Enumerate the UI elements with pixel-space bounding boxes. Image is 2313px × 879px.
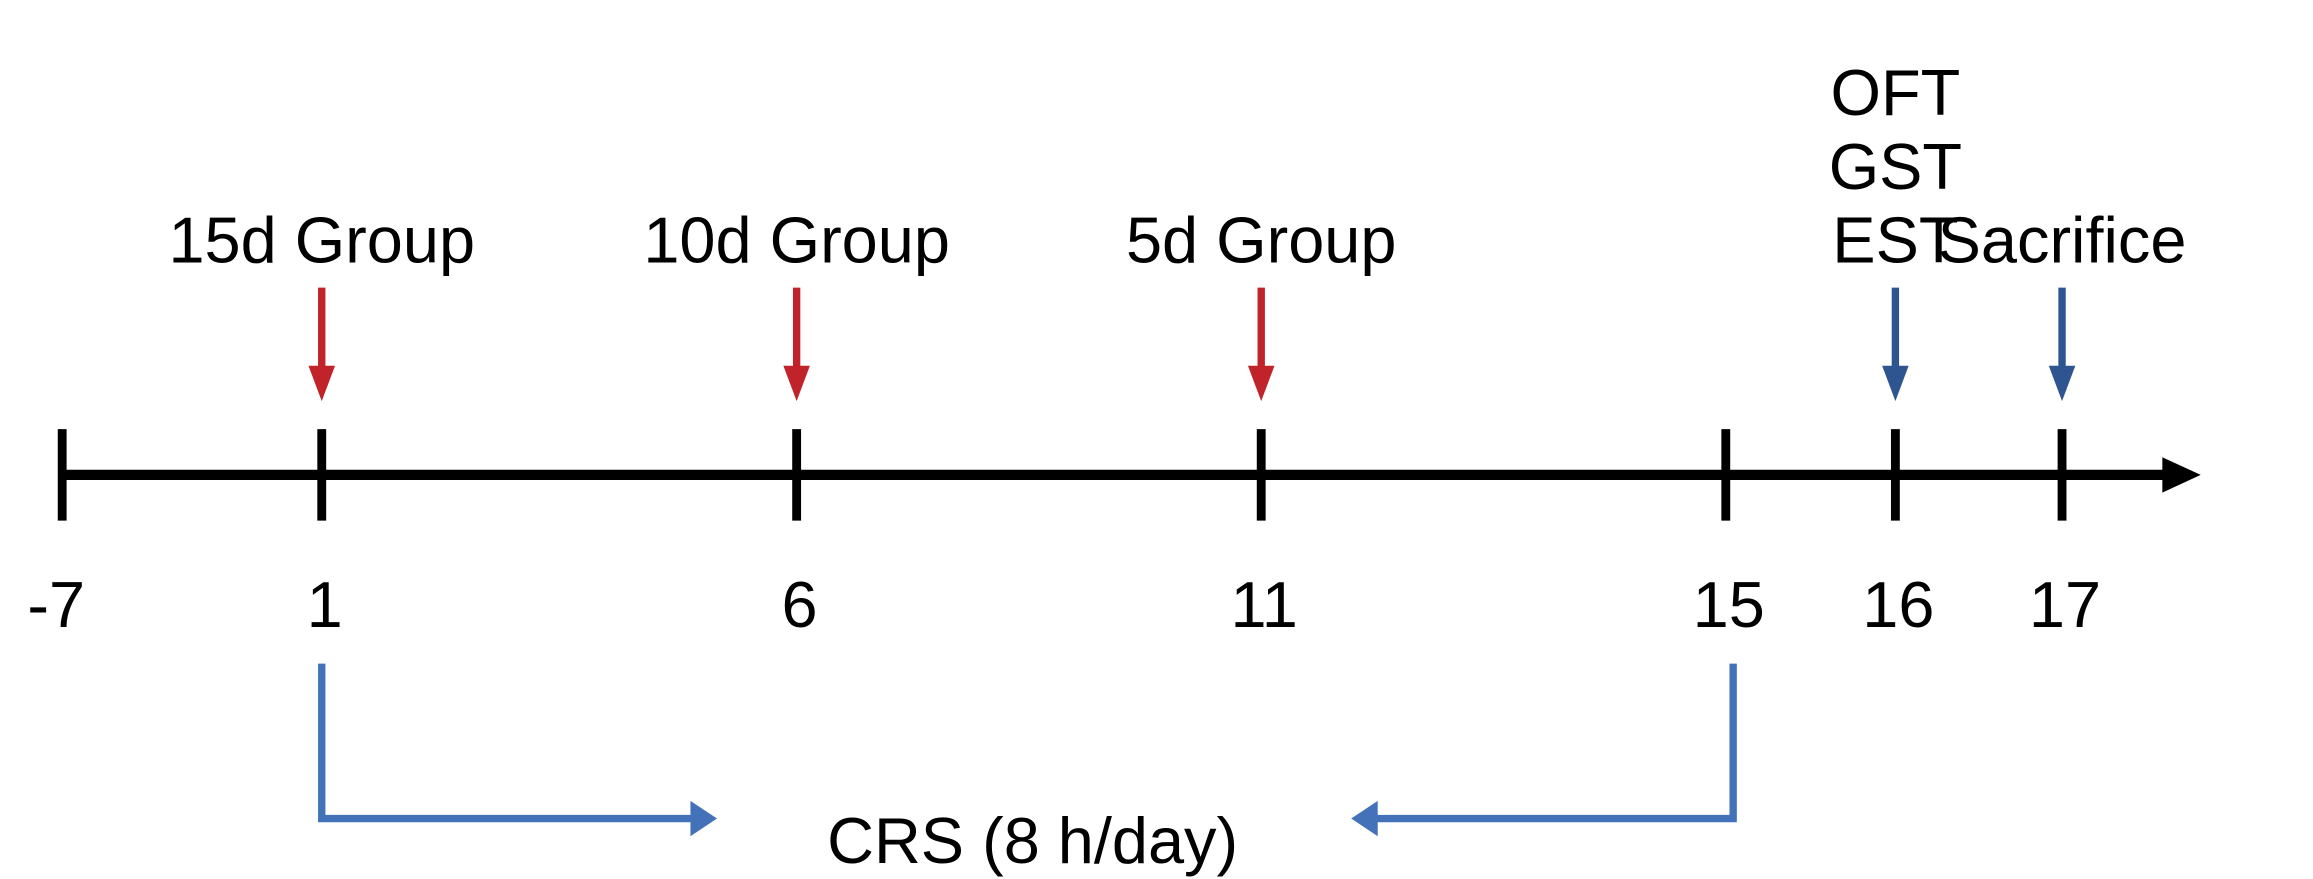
event-label: GST [1829, 130, 1962, 203]
axis-arrowhead [2162, 457, 2201, 493]
left-arrow-head [1351, 800, 1378, 837]
event-label: OFT [1831, 56, 1961, 129]
tick-label: 16 [1862, 568, 1934, 641]
tick-label: 11 [1230, 568, 1297, 641]
down-arrow-head [1882, 365, 1909, 402]
down-arrow-head [783, 365, 810, 402]
tick-label: 1 [307, 568, 343, 641]
down-arrow-head [2048, 365, 2076, 402]
down-arrow-head [308, 365, 336, 402]
event-label: 10d Group [643, 204, 950, 277]
tick-label: -7 [27, 568, 85, 641]
period-label: CRS (8 h/day) [827, 804, 1238, 877]
down-arrow-head [1247, 365, 1275, 402]
tick-label: 15 [1693, 568, 1765, 641]
event-label: 15d Group [168, 204, 475, 277]
tick-label: 6 [782, 568, 818, 641]
event-markers: 15d Group 10d Group 5d Group OFTGSTESTSacri… [168, 56, 2187, 402]
tick-label: 17 [2029, 568, 2101, 641]
crs-period-bracket: CRS (8 h/day) [318, 663, 1737, 877]
crs-end-bracket [1374, 663, 1737, 823]
event-label: Sacrifice [1938, 204, 2187, 277]
event-label: EST [1832, 204, 1958, 277]
event-label: 5d Group [1126, 204, 1397, 277]
right-arrow-head [690, 800, 717, 837]
crs-start-bracket [318, 663, 694, 823]
